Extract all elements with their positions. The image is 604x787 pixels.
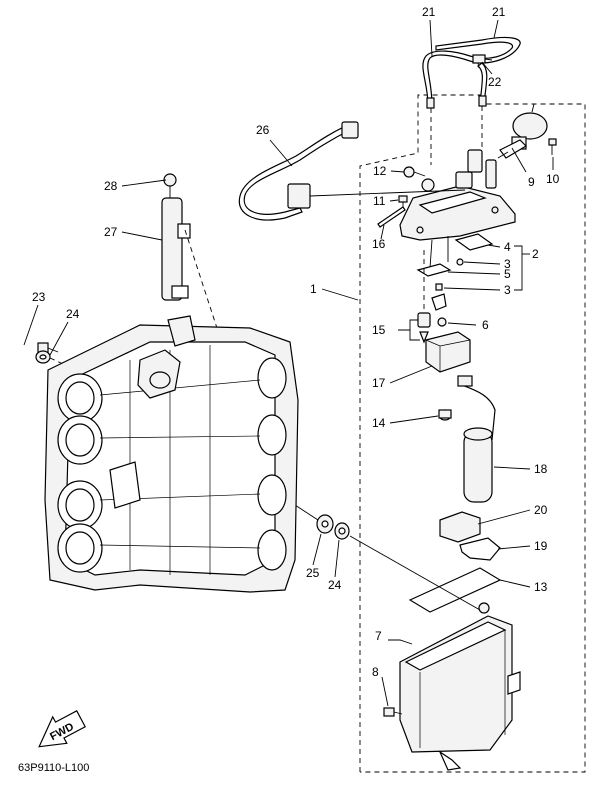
callout-1: 1 (310, 282, 317, 296)
drain-screw-8 (383, 707, 403, 717)
separator-cover-2 (399, 149, 516, 269)
callout-22: 22 (488, 75, 502, 89)
float-bracket (431, 293, 447, 311)
callout-15: 15 (372, 323, 386, 337)
washer-5 (416, 263, 452, 277)
assembly-boundary (359, 94, 586, 773)
washer-24-lower (334, 522, 350, 540)
callout-24-lower: 24 (328, 578, 342, 592)
screw-10 (548, 138, 557, 155)
grommet-14 (438, 409, 452, 421)
callout-19: 19 (534, 539, 548, 553)
callout-20: 20 (534, 503, 548, 517)
float-17 (425, 331, 471, 373)
hose-joint-22 (472, 54, 493, 69)
callout-13: 13 (534, 580, 548, 594)
fuel-hose-21 (422, 36, 521, 109)
callout-11: 11 (373, 194, 386, 208)
diagram-code: 63P9110-L100 (18, 762, 89, 774)
callout-26: 26 (256, 123, 270, 137)
grommet-25 (316, 514, 334, 534)
leader-lines (23, 19, 554, 707)
callout-25: 25 (306, 566, 320, 580)
callout-7: 7 (375, 629, 382, 643)
callout-28: 28 (104, 179, 118, 193)
callout-3-upper: 3 (504, 257, 511, 271)
screw-3-lower (435, 283, 443, 291)
callout-8: 8 (372, 665, 379, 679)
callout-14: 14 (372, 416, 386, 430)
bracket-27 (161, 197, 231, 369)
callout-17: 17 (372, 376, 386, 390)
callout-2: 2 (532, 247, 539, 261)
fuel-pump-18 (457, 375, 496, 503)
callout-23: 23 (32, 290, 46, 304)
screw-3-upper (456, 258, 464, 266)
callout-6: 6 (482, 318, 489, 332)
callout-12: 12 (373, 164, 387, 178)
washer-24-left (35, 350, 51, 364)
float-chamber-7 (399, 615, 521, 771)
callout-16: 16 (372, 237, 386, 251)
screw-6 (437, 317, 447, 327)
callout-4: 4 (504, 240, 511, 254)
needle-valve-15 (417, 250, 431, 344)
callout-18: 18 (534, 462, 548, 476)
bolt-28 (163, 173, 177, 198)
callout-24-left: 24 (66, 307, 80, 321)
callout-5: 5 (504, 267, 511, 281)
callout-27: 27 (104, 225, 118, 239)
callout-21-right: 21 (492, 5, 506, 19)
fwd-arrow-icon: FWD (38, 710, 86, 748)
gasket-13 (408, 567, 502, 614)
pump-bracket-19 (459, 537, 501, 561)
clip-16 (377, 206, 406, 228)
grommet-12 (403, 166, 426, 178)
gasket-4 (454, 233, 494, 251)
throttle-bores (57, 373, 103, 573)
manifold-ports (257, 357, 287, 571)
callout-3-lower: 3 (504, 283, 511, 297)
callout-10: 10 (546, 172, 560, 186)
callout-9: 9 (528, 175, 535, 189)
pressure-regulator-9 (497, 112, 548, 159)
pump-holder-20 (439, 511, 481, 543)
intake-manifold (44, 315, 299, 593)
callout-21-left: 21 (422, 5, 436, 19)
wire-harness-26 (238, 121, 466, 221)
